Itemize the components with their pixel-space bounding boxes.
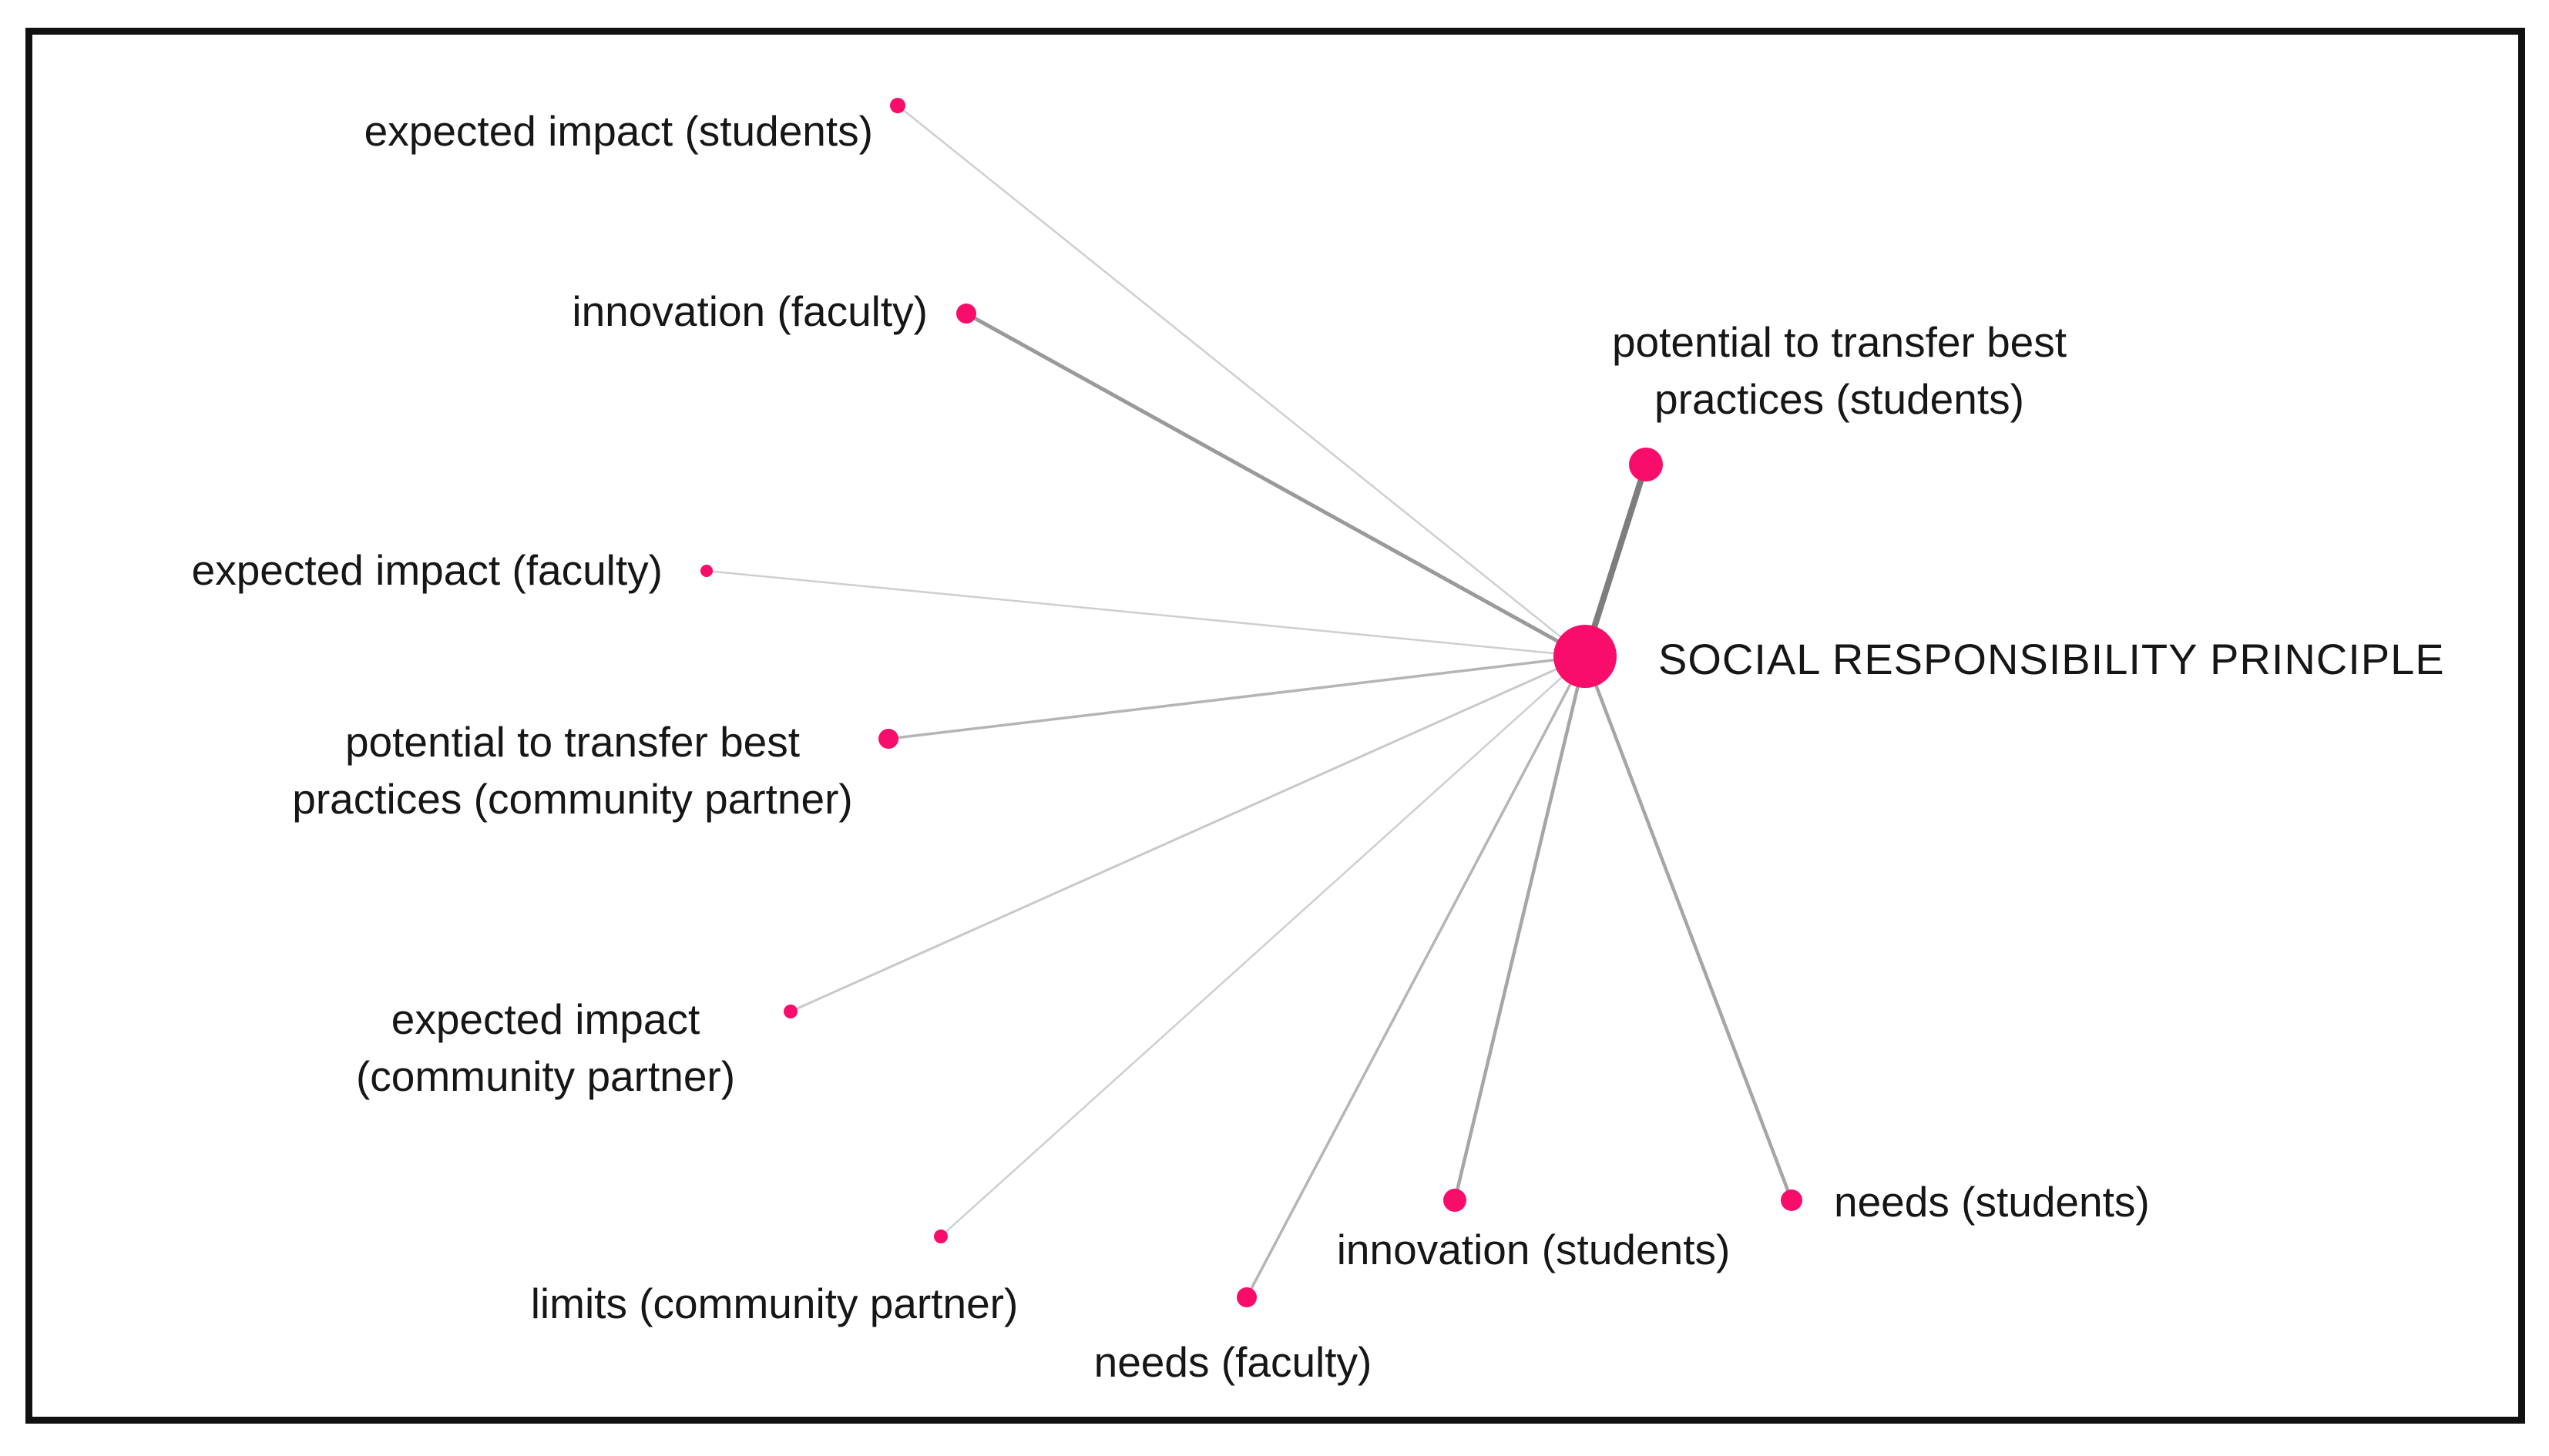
edge-needs-faculty <box>1245 656 1587 1298</box>
node-potential-to-transfer-best-practices-students[interactable] <box>1629 448 1663 481</box>
node-label-innovation-faculty: innovation (faculty) <box>572 287 928 335</box>
edge-expected-impact-community-partner <box>790 655 1586 1013</box>
node-label-limits-community-partner: limits (community partner) <box>530 1280 1019 1327</box>
node-limits-community-partner[interactable] <box>934 1230 948 1243</box>
node-expected-impact-community-partner[interactable] <box>784 1005 798 1018</box>
edge-innovation-faculty <box>965 311 1587 659</box>
edge-expected-impact-faculty <box>706 569 1586 658</box>
edge-limits-community-partner <box>940 656 1586 1237</box>
node-label-needs-students: needs (students) <box>1834 1178 2150 1226</box>
edge-innovation-students <box>1452 656 1587 1201</box>
center-node-label: SOCIAL RESPONSIBILITY PRINCIPLE <box>1658 635 2445 683</box>
node-label-expected-impact-faculty: expected impact (faculty) <box>191 546 663 594</box>
edge-potential-to-transfer-best-practices-students <box>1582 463 1649 658</box>
node-social-responsibility-principle[interactable] <box>1553 625 1617 688</box>
node-needs-students[interactable] <box>1781 1189 1802 1211</box>
node-potential-to-transfer-best-practices-community-partner[interactable] <box>878 729 898 749</box>
node-innovation-faculty[interactable] <box>956 304 976 324</box>
edge-expected-impact-students <box>897 105 1586 657</box>
node-label-innovation-students: innovation (students) <box>1336 1226 1731 1273</box>
node-needs-faculty[interactable] <box>1237 1287 1257 1307</box>
node-label-expected-impact-community-partner: expected impact(community partner) <box>355 995 736 1100</box>
node-expected-impact-faculty[interactable] <box>700 565 713 577</box>
node-label-needs-faculty: needs (faculty) <box>1093 1338 1372 1386</box>
edge-needs-students <box>1583 656 1794 1201</box>
node-expected-impact-students[interactable] <box>890 98 905 113</box>
node-innovation-students[interactable] <box>1443 1189 1466 1212</box>
edge-potential-to-transfer-best-practices-community-partner <box>888 655 1586 740</box>
node-label-expected-impact-students: expected impact (students) <box>364 107 873 155</box>
